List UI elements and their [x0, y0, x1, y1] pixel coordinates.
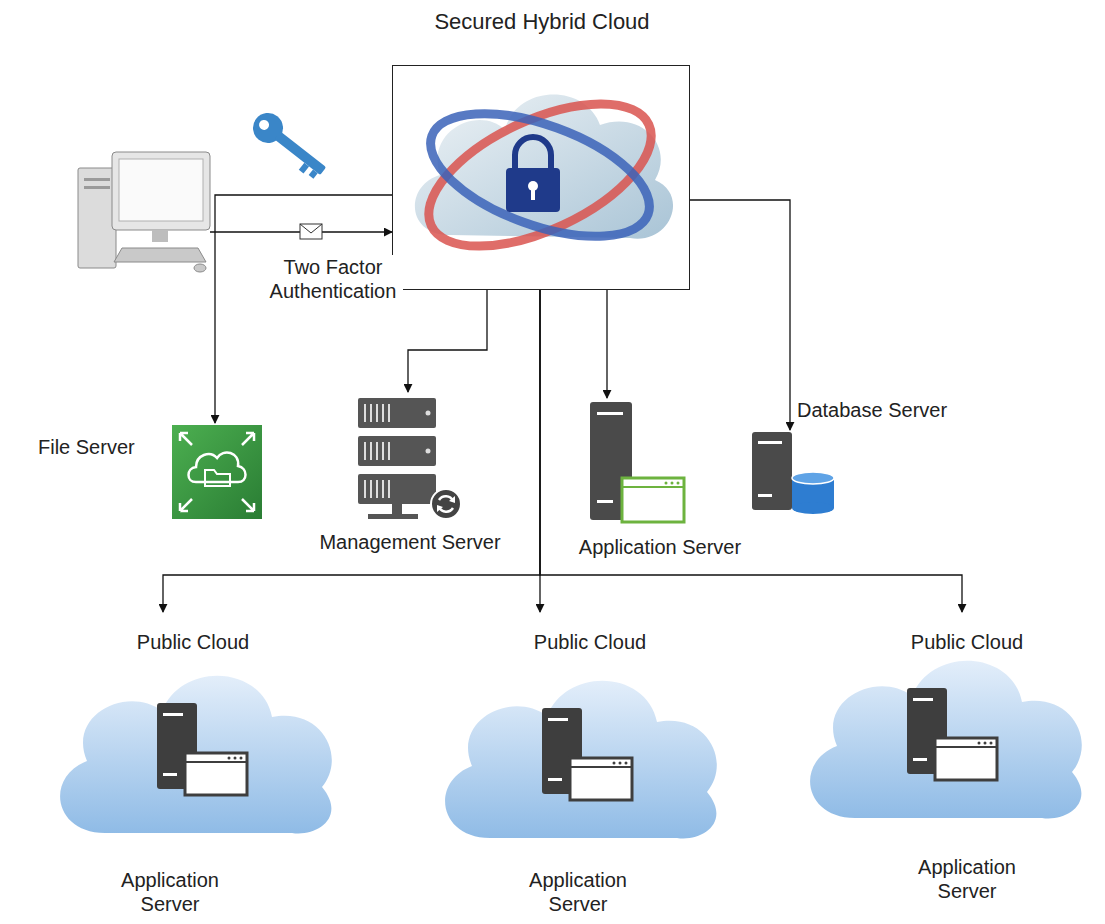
connector-arrow: [215, 195, 392, 423]
node-label: Application Server: [550, 535, 770, 559]
management-server-icon: [358, 398, 461, 519]
node-label: Public Cloud: [93, 630, 293, 654]
public-cloud-illustration: [810, 661, 1082, 819]
public-cloud: Public CloudApplication Server: [430, 612, 740, 917]
connector-arrow: [690, 200, 790, 430]
public-cloud-illustration: [60, 676, 332, 834]
edge-label: Two Factor Authentication: [263, 255, 403, 303]
connector-arrow: [163, 290, 540, 612]
node-sublabel: Application Server: [498, 868, 658, 916]
database-server-icon: [752, 432, 834, 514]
node-label: Secured Hybrid Cloud: [293, 9, 791, 35]
management-server: Management Server: [352, 392, 464, 522]
node-sublabel: Application Server: [887, 855, 1047, 903]
client-computer: [68, 148, 210, 276]
connector-arrow: [408, 290, 487, 392]
connector-arrow: [540, 290, 962, 612]
node-label: File Server: [38, 435, 163, 459]
file-server: File Server: [170, 423, 265, 523]
application-server-icon: [590, 402, 684, 522]
node-label: Management Server: [300, 530, 520, 554]
secure-cloud-box: Secured Hybrid Cloud: [392, 65, 690, 290]
connector-arrow: [606, 290, 607, 398]
key-icon: [247, 107, 332, 183]
file-server-icon: [172, 425, 262, 519]
envelope-icon: [300, 224, 322, 239]
node-sublabel: Application Server: [90, 868, 250, 916]
application-server: Application Server: [583, 398, 693, 526]
node-label: Public Cloud: [867, 630, 1067, 654]
public-cloud: Public CloudApplication Server: [40, 612, 350, 917]
computer-icon: [78, 152, 210, 272]
public-cloud: Public CloudApplication Server: [795, 612, 1100, 917]
secure-cloud-illustration: [408, 74, 673, 275]
public-cloud-illustration: [445, 681, 717, 839]
node-label: Database Server: [797, 398, 997, 422]
database-server: Database Server: [748, 430, 840, 512]
node-label: Public Cloud: [490, 630, 690, 654]
